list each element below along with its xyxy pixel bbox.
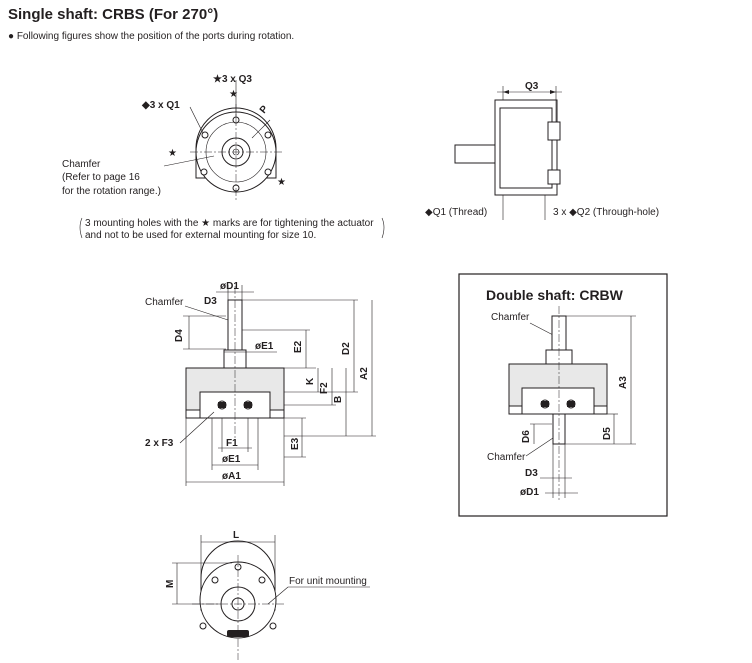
dim-double-d1: øD1 <box>520 487 539 498</box>
dim-f2: F2 <box>319 382 330 394</box>
rotation-note: ● Following figures show the position of… <box>8 31 295 42</box>
dim-f3: 2 x F3 <box>145 438 174 449</box>
side-shaft <box>454 144 496 164</box>
double-chamfer-bottom-label: Chamfer <box>487 452 526 463</box>
unit-mounting-view: L M For unit mounting <box>165 530 370 660</box>
star-mark-right: ★ <box>277 177 286 188</box>
side-q2-label: 3 x ◆Q2 (Through-hole) <box>553 207 659 218</box>
double-shaft-panel: Double shaft: CRBW Chamfer A3 D5 D6 Cham… <box>458 273 668 517</box>
dim-b: B <box>333 396 344 403</box>
p-label: P <box>258 103 271 115</box>
dim-a2: A2 <box>359 367 370 380</box>
dim-k: K <box>305 377 316 385</box>
dim-e1: øE1 <box>255 341 274 352</box>
mounting-note-line1: 3 mounting holes with the ★ marks are fo… <box>85 218 374 229</box>
side-port-lower <box>547 169 561 185</box>
dim-f1: F1 <box>226 438 238 449</box>
unit-mounting-label: For unit mounting <box>289 576 367 587</box>
q1-label: ◆3 x Q1 <box>141 100 180 111</box>
dim-d5: D5 <box>602 427 613 440</box>
port-left <box>201 131 209 139</box>
side-port-upper <box>547 121 561 141</box>
mounting-note-line2: and not to be used for external mounting… <box>85 230 316 241</box>
mount-hole-left <box>200 168 208 176</box>
dim-a1: øA1 <box>222 471 241 482</box>
dim-e2: E2 <box>293 340 304 353</box>
elevation-view: øD1 D3 Chamfer D4 øE1 E2 D2 A2 K F2 B 2 … <box>145 281 376 486</box>
dim-m: M <box>165 580 176 588</box>
q3-label: ★3 x Q3 <box>213 74 252 85</box>
dim-d3: D3 <box>204 296 217 307</box>
star-mark-top: ★ <box>229 89 238 100</box>
side-q3-label: Q3 <box>525 81 539 92</box>
chamfer-note-line1: Chamfer <box>62 159 101 170</box>
dim-a3: A3 <box>618 376 629 389</box>
dim-d6: D6 <box>521 430 532 443</box>
star-mark-left: ★ <box>168 148 177 159</box>
front-view-ports: ★3 x Q3 ◆3 x Q1 P ★ ★ ★ Chamfer (Refer t… <box>62 74 385 241</box>
dim-e1-bottom: øE1 <box>222 454 241 465</box>
dim-d1: øD1 <box>220 281 239 292</box>
side-view-ports: Q3 ◆Q1 (Thread) 3 x ◆Q2 (Through-hole) <box>425 81 659 220</box>
port-right <box>264 131 272 139</box>
dim-d4: D4 <box>174 329 185 342</box>
elev-chamfer-label: Chamfer <box>145 297 184 308</box>
dim-l: L <box>233 530 239 541</box>
dim-e3: E3 <box>290 437 301 450</box>
double-shaft-title: Double shaft: CRBW <box>486 287 624 303</box>
side-q1-label: ◆Q1 (Thread) <box>425 207 487 218</box>
page-title: Single shaft: CRBS (For 270°) <box>8 6 219 23</box>
double-chamfer-top-label: Chamfer <box>491 312 530 323</box>
dim-d2: D2 <box>341 342 352 355</box>
chamfer-note-line3: for the rotation range.) <box>62 186 161 197</box>
mount-hole-right <box>264 168 272 176</box>
dim-double-d3: D3 <box>525 468 538 479</box>
chamfer-note-line2: (Refer to page 16 <box>62 172 140 183</box>
